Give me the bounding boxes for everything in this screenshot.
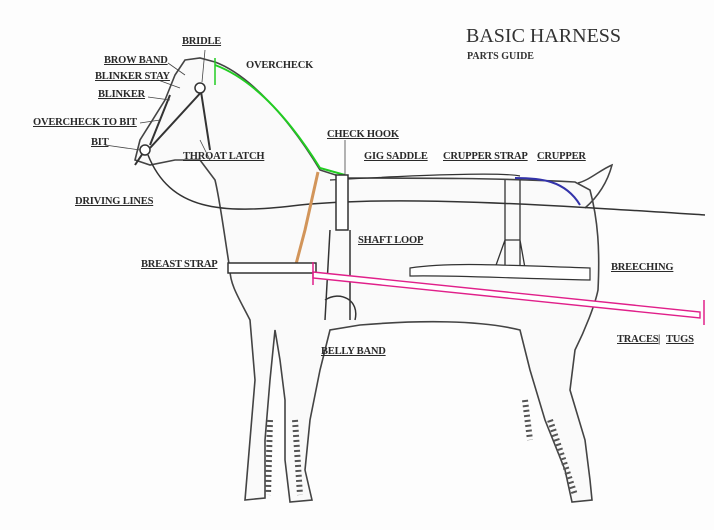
crupper-strap (329, 173, 521, 181)
leader-lines (104, 49, 346, 175)
label-bit: BIT (91, 137, 109, 148)
label-brow-band: BROW BAND (104, 55, 168, 66)
label-gig-saddle: GIG SADDLE (364, 151, 428, 162)
label-blinker: BLINKER (98, 89, 146, 100)
label-shaft-loop: SHAFT LOOP (358, 235, 424, 246)
label-driving-lines: DRIVING LINES (75, 196, 154, 207)
label-crupper-strap: CRUPPER STRAP (443, 151, 528, 162)
bit-ring (139, 144, 151, 156)
bridle-straps (134, 84, 211, 166)
crupper (514, 177, 581, 206)
breeching (409, 263, 591, 281)
diagram-subtitle: PARTS GUIDE (467, 51, 534, 62)
label-separator: | (658, 334, 661, 345)
breast-strap (227, 262, 317, 274)
label-breeching: BREECHING (611, 262, 674, 273)
horse-tail (577, 163, 614, 209)
overcheck-strap (214, 64, 346, 176)
label-blinker-stay: BLINKER STAY (95, 71, 170, 82)
label-bridle: BRIDLE (182, 36, 222, 47)
label-overcheck: OVERCHECK (246, 60, 314, 71)
label-tugs: TUGS (666, 334, 694, 345)
label-check-hook: CHECK HOOK (327, 129, 399, 140)
bridle-ring (194, 82, 206, 94)
label-throat-latch: THROAT LATCH (183, 151, 265, 162)
breeching-straps (494, 180, 526, 269)
leg-shading (265, 399, 578, 496)
label-traces: TRACES (617, 334, 659, 345)
diagram-title: BASIC HARNESS (466, 25, 622, 47)
label-overcheck-to-bit: OVERCHECK TO BIT (33, 117, 137, 128)
label-crupper: CRUPPER (537, 151, 586, 162)
gig-saddle (335, 174, 349, 231)
label-belly-band: BELLY BAND (321, 346, 386, 357)
label-breast-strap: BREAST STRAP (141, 259, 218, 270)
